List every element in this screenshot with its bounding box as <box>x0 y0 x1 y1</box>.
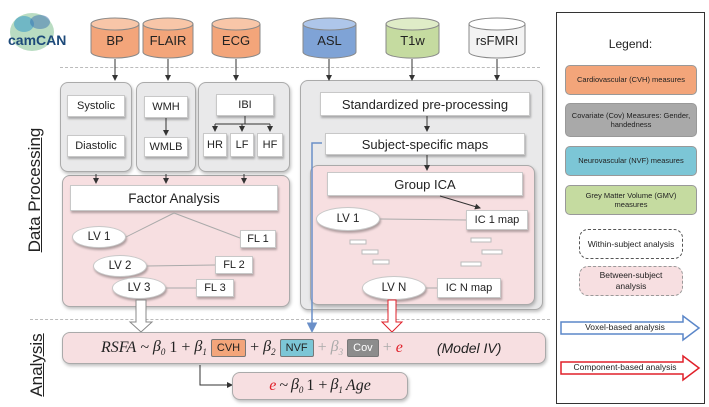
cvh-chip: CVH <box>210 339 247 357</box>
ic1-map-box: IC 1 map <box>466 210 528 230</box>
systolic-box: Systolic <box>67 95 125 117</box>
data-processing-label: Data Processing <box>25 127 44 253</box>
cov-chip: Cov <box>347 339 379 357</box>
legend-title: Legend: <box>608 37 653 51</box>
hf-box: HF <box>257 133 283 157</box>
lv2-left-ellipse: LV 2 <box>93 255 147 277</box>
ibi-box: IBI <box>216 94 274 116</box>
separator-top <box>60 67 540 68</box>
brain-logo-icon <box>10 13 54 51</box>
legend-cov: Covariate (Cov) Measures: Gender, handed… <box>565 103 697 137</box>
separator-bottom <box>30 319 550 320</box>
model-equation: RSFA ~ β0 1 + β1 CVH + β2 NVF + β3 Cov +… <box>62 332 546 364</box>
source-rsfmri: rsFMRI <box>468 17 526 59</box>
source-ecg: ECG <box>211 17 261 59</box>
source-t1w: T1w <box>385 17 440 59</box>
factor-analysis-box: Factor Analysis <box>70 185 278 211</box>
fl2-box: FL 2 <box>215 256 253 274</box>
model-label: (Model IV) <box>436 340 502 356</box>
lv3-left-ellipse: LV 3 <box>112 277 166 299</box>
legend-gmv: Grey Matter Volume (GMV) measures <box>565 185 697 215</box>
source-flair: FLAIR <box>142 17 194 59</box>
legend-component: Component-based analysis <box>573 362 677 372</box>
camcan-logo: camCAN <box>6 10 66 60</box>
rsfa-term: RSFA <box>101 339 137 356</box>
legend-voxel: Voxel-based analysis <box>585 322 665 332</box>
legend-nvf: Neurovascular (NVF) measures <box>565 146 697 176</box>
icn-map-box: IC N map <box>437 278 501 298</box>
legend-panel: Legend: Cardiovascular (CVH) measures Co… <box>556 12 705 404</box>
source-asl: ASL <box>302 17 357 59</box>
legend-between: Between-subject analysis <box>579 266 683 296</box>
source-bp: BP <box>90 17 140 59</box>
group-ica-box: Group ICA <box>327 172 523 196</box>
age-equation: e ~ β0 1 + β1 Age <box>232 372 408 400</box>
legend-cvh: Cardiovascular (CVH) measures <box>565 65 697 95</box>
legend-within: Within-subject analysis <box>579 229 683 259</box>
diastolic-box: Diastolic <box>67 135 125 157</box>
lv1-left-ellipse: LV 1 <box>72 226 126 248</box>
nvf-chip: NVF <box>279 339 314 357</box>
analysis-label: Analysis <box>27 333 46 397</box>
lv1-right-ellipse: LV 1 <box>316 207 380 231</box>
fl1-box: FL 1 <box>240 230 276 248</box>
lvn-right-ellipse: LV N <box>362 276 426 300</box>
fl3-box: FL 3 <box>196 279 234 297</box>
logo-text: camCAN <box>8 32 67 48</box>
age-term: Age <box>345 377 371 394</box>
hr-box: HR <box>203 133 227 157</box>
legend-arrows <box>560 314 701 382</box>
wmh-box: WMH <box>144 96 188 118</box>
preprocessing-box: Standardized pre-processing <box>320 92 530 116</box>
subject-maps-box: Subject-specific maps <box>325 133 525 155</box>
wmlb-box: WMLB <box>144 137 188 157</box>
lf-box: LF <box>230 133 254 157</box>
error-term: e <box>395 339 403 356</box>
